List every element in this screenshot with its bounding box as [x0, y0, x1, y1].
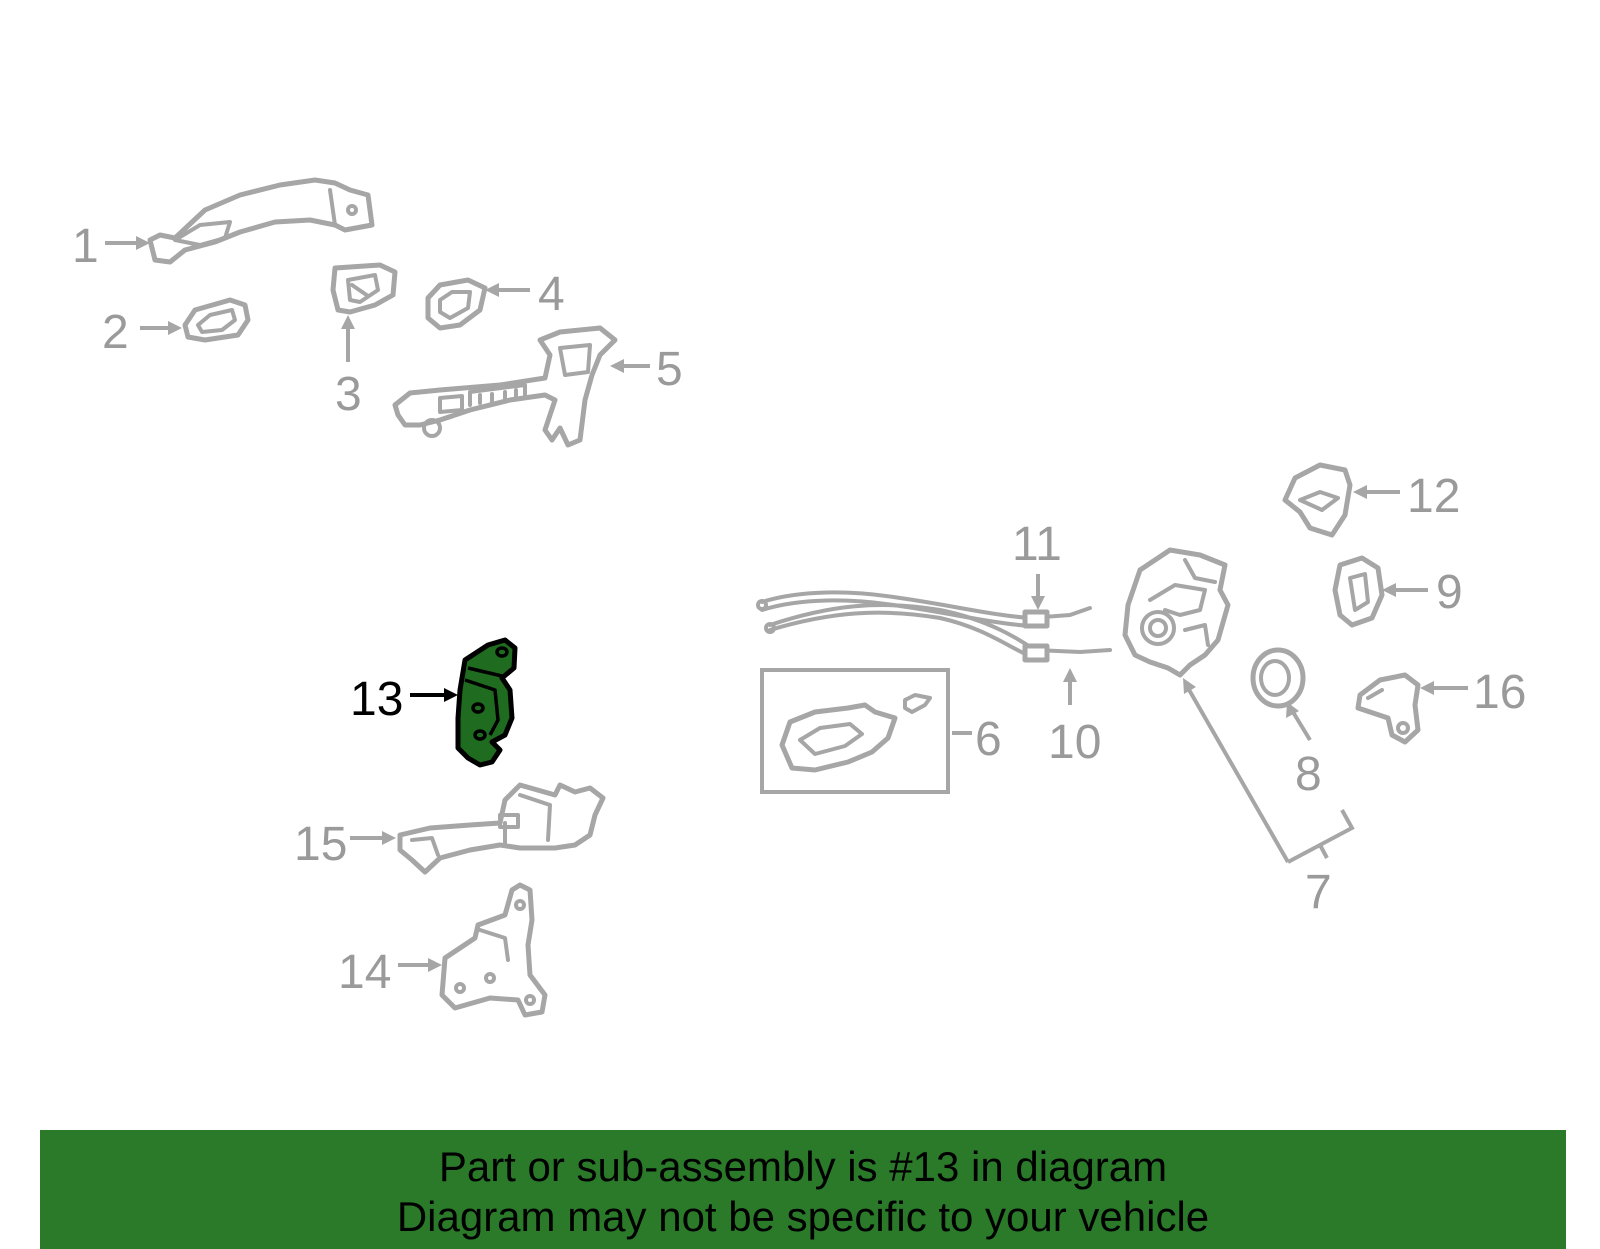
- callout-3: 3: [335, 368, 362, 421]
- callout-10: 10: [1048, 716, 1101, 769]
- callout-11: 11: [1012, 518, 1062, 571]
- part-15-door-check[interactable]: [397, 782, 606, 875]
- part-8-grommet[interactable]: [1250, 647, 1306, 709]
- callout-1: 1: [72, 220, 99, 273]
- part-12-cap[interactable]: [1282, 462, 1353, 538]
- callout-6: 6: [975, 713, 1002, 766]
- callout-4: 4: [538, 268, 565, 321]
- banner-line-part: Part or sub-assembly is #13 in diagram: [438, 1143, 1168, 1190]
- callout-13: 13: [350, 673, 403, 726]
- part-3-handle-cover[interactable]: [330, 262, 398, 315]
- part-9-bezel[interactable]: [1332, 555, 1385, 628]
- part-1-outside-handle[interactable]: [147, 177, 375, 265]
- callout-14: 14: [338, 946, 391, 999]
- callout-9: 9: [1436, 566, 1463, 619]
- callout-15: 15: [294, 818, 347, 871]
- callout-2: 2: [102, 306, 129, 359]
- part-10-11-cables[interactable]: [756, 590, 1112, 663]
- part-5-handle-frame[interactable]: [392, 325, 618, 448]
- callout-8: 8: [1295, 748, 1322, 801]
- part-7-lock-assembly[interactable]: [1122, 547, 1231, 678]
- part-4-pad[interactable]: [425, 277, 488, 331]
- part-6-inside-handle[interactable]: [760, 668, 950, 794]
- callout-7: 7: [1305, 866, 1332, 919]
- banner-line-disclaimer: Diagram may not be specific to your vehi…: [396, 1193, 1210, 1240]
- callout-16: 16: [1473, 666, 1526, 719]
- part-2-handle-pad[interactable]: [182, 297, 251, 343]
- part-13-hinge-highlighted[interactable]: [455, 637, 518, 768]
- part-16-switch[interactable]: [1355, 672, 1421, 745]
- callout-5: 5: [656, 343, 683, 396]
- part-14-hinge-lower[interactable]: [439, 882, 548, 1018]
- callout-12: 12: [1407, 470, 1460, 523]
- info-banner: Part or sub-assembly is #13 in diagram D…: [40, 1130, 1566, 1249]
